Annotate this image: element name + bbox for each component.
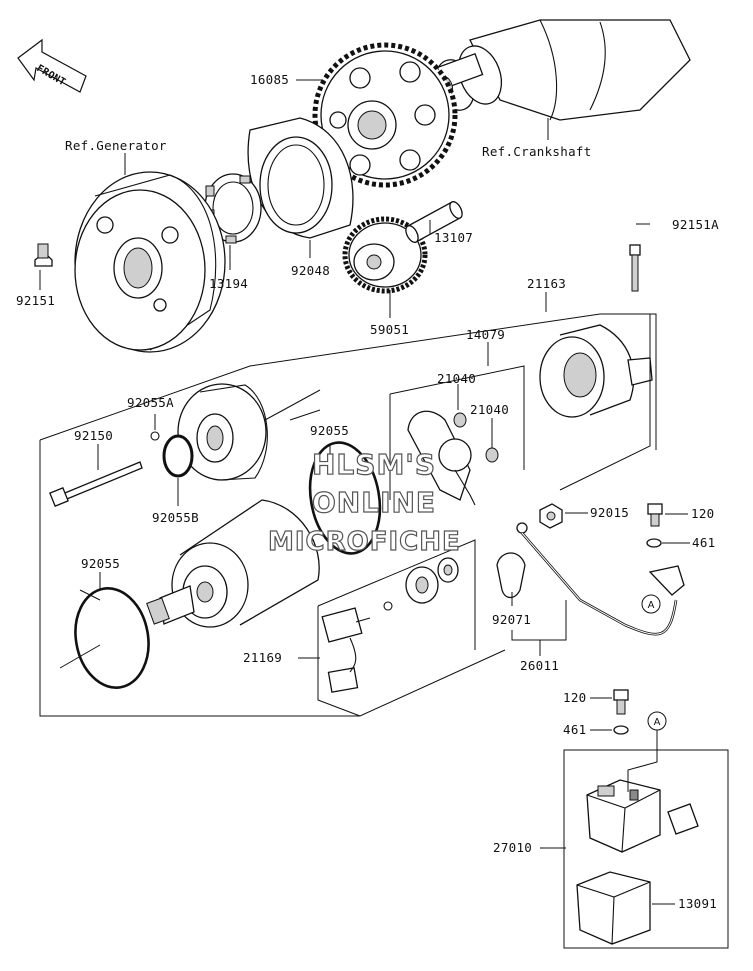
gear-59051 <box>342 216 428 294</box>
label-92048: 92048 <box>291 263 330 278</box>
watermark-line2: ONLINE <box>312 486 436 519</box>
label-27010: 27010 <box>493 840 532 855</box>
svg-text:A: A <box>648 600 655 611</box>
label-92151: 92151 <box>16 293 55 308</box>
label-92151A: 92151A <box>672 217 719 232</box>
o-ring-92055A <box>150 431 160 441</box>
label-13194: 13194 <box>209 276 248 291</box>
label-ref-crankshaft: Ref.Crankshaft <box>482 144 592 159</box>
pin-13107 <box>405 201 463 243</box>
washer-461-upper <box>646 538 662 548</box>
sprocket-16085 <box>312 42 458 188</box>
bolt-92151 <box>34 243 53 267</box>
label-92055-upper: 92055 <box>310 423 349 438</box>
label-ref-generator: Ref.Generator <box>65 138 167 153</box>
washer-461-lower <box>613 725 629 735</box>
label-16085: 16085 <box>250 72 289 87</box>
front-arrow-icon: FRONT <box>17 38 87 93</box>
leader-lines <box>39 79 690 905</box>
bolt-92151A <box>629 244 641 292</box>
cable-26011 <box>516 522 685 636</box>
relay-27010 <box>586 779 699 853</box>
o-ring-92055B <box>162 434 194 478</box>
brush-holder-14079 <box>407 410 499 506</box>
svg-text:A: A <box>654 717 661 728</box>
nut-92015 <box>539 503 563 529</box>
cap-92071 <box>496 552 526 599</box>
label-59051: 59051 <box>370 322 409 337</box>
label-21169: 21169 <box>243 650 282 665</box>
label-92055B: 92055B <box>152 510 199 525</box>
label-13091: 13091 <box>678 896 717 911</box>
label-14079: 14079 <box>466 327 505 342</box>
housing-21163 <box>539 324 653 418</box>
label-26011: 26011 <box>520 658 559 673</box>
label-21163: 21163 <box>527 276 566 291</box>
label-92055A: 92055A <box>127 395 174 410</box>
callout-a-lower: A <box>627 711 667 792</box>
label-92071: 92071 <box>492 612 531 627</box>
o-ring-92055-lower <box>74 587 150 689</box>
label-13107: 13107 <box>434 230 473 245</box>
generator-rotor <box>74 171 226 353</box>
watermark-line3: MICROFICHE <box>268 527 461 557</box>
bolt-92150 <box>49 461 143 507</box>
plate-92048 <box>247 117 354 239</box>
label-92150: 92150 <box>74 428 113 443</box>
terminal-21169 <box>321 601 393 693</box>
label-461-upper: 461 <box>692 535 715 550</box>
group-outlines <box>39 313 729 949</box>
starter-cover <box>177 383 268 481</box>
bolt-120-upper <box>647 503 663 527</box>
label-92055-lower: 92055 <box>81 556 120 571</box>
label-21040-b: 21040 <box>470 402 509 417</box>
boot-13091 <box>576 871 651 945</box>
terminal-bolt <box>405 557 459 604</box>
label-461-lower: 461 <box>563 722 586 737</box>
label-92015: 92015 <box>590 505 629 520</box>
label-21040-a: 21040 <box>437 371 476 386</box>
label-120-lower: 120 <box>563 690 586 705</box>
crankshaft <box>435 19 691 121</box>
watermark: HLSM'S ONLINE MICROFICHE <box>267 447 461 557</box>
label-120-upper: 120 <box>691 506 714 521</box>
callout-a-upper: A <box>641 594 661 614</box>
o-ring-92055-upper <box>308 441 382 555</box>
watermark-line1: HLSM'S <box>312 448 436 481</box>
bolt-120-lower <box>613 689 629 715</box>
starter-motor <box>146 499 320 628</box>
